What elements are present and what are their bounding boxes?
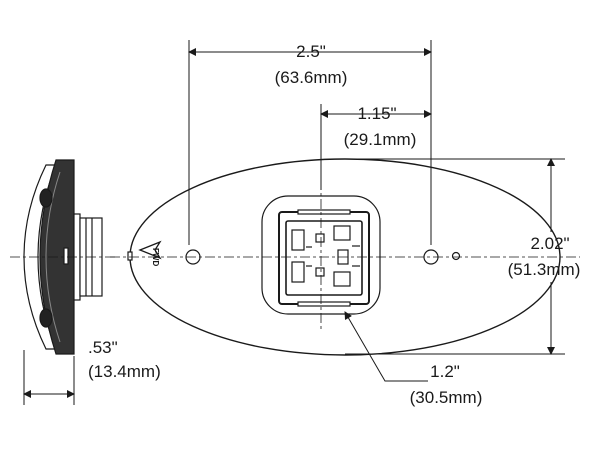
dim-hole-offset [320,104,432,190]
dim-overall-width [188,40,432,245]
overall-width-inches: 2.5" [296,42,326,61]
side-clip-bottom [39,308,53,328]
overall-height-inches: 2.02" [530,234,570,253]
dim-overall-height [345,158,565,355]
depth-inches: .53" [88,338,118,357]
locator-dot [451,251,461,261]
connector-width-mm: (30.5mm) [409,388,483,407]
leader-connector-width [344,311,428,382]
side-clip-top [39,188,53,208]
overall-width-mm: (63.6mm) [274,68,348,87]
center-lines [110,180,580,330]
connector-width-inches: 1.2" [430,362,460,381]
hole-offset-mm: (29.1mm) [343,130,417,149]
overall-height-mm: (51.3mm) [507,260,581,279]
side-view [10,159,118,355]
dim-depth [23,350,75,405]
bezel-highlight [45,171,61,343]
depth-mm: (13.4mm) [88,362,161,381]
fwd-arrow-icon [138,240,162,260]
hole-offset-inches: 1.15" [357,104,397,123]
front-view [110,158,580,356]
fwd-marking: FWD [151,248,160,267]
edge-tab [127,251,133,261]
connector-terminals [291,209,360,307]
